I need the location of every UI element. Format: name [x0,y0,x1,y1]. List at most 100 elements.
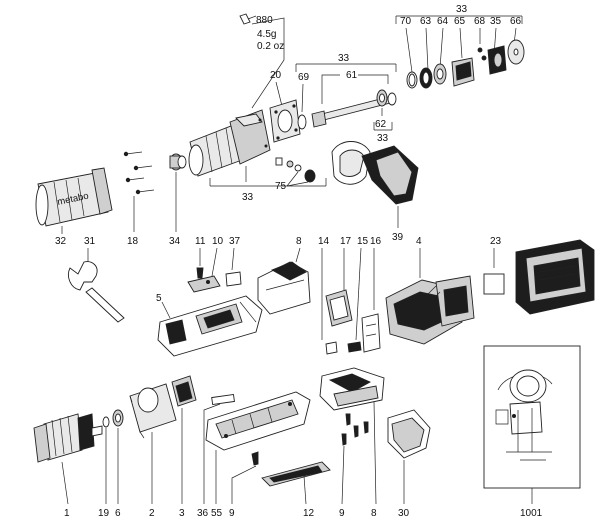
label-15: 15 [357,236,369,247]
leader-61 [321,74,389,104]
label-36: 36 [197,508,209,519]
part-61-spindle [311,92,397,128]
part-9-screw-left [251,451,259,466]
label-16: 16 [370,236,382,247]
label-20: 20 [270,70,282,81]
leader-15 [355,247,362,341]
label-weight-oz: 0.2 oz [257,41,284,52]
label-31: 31 [84,236,96,247]
label-30: 30 [398,508,410,519]
label-70: 70 [400,16,412,27]
part-11-screw [196,267,204,279]
label-32: 32 [55,236,67,247]
part-10-switch-plate [187,275,221,293]
part-69-ring [297,114,307,130]
part-17-slider [325,289,353,327]
part-4-electronics [385,275,475,345]
part-8-top-cover [257,261,311,315]
label-62: 62 [375,119,387,130]
label-33-top: 33 [456,4,468,15]
label-8-top: 8 [296,236,302,247]
label-63: 63 [420,16,432,27]
part-20-flange [269,99,301,143]
leader-12 [303,475,307,505]
part-23-label [483,273,505,295]
label-14: 14 [318,236,330,247]
bracket-33-lower [209,178,327,187]
part-9-screws-right [341,413,369,446]
label-10: 10 [212,236,224,247]
label-69: 69 [298,72,310,83]
part-64-bearing [433,63,447,85]
leader-69 [301,83,304,113]
part-32-nose-cap: metabo [35,167,113,227]
label-17: 17 [340,236,352,247]
part-880-tube [239,13,257,25]
leader-20 [275,81,283,107]
part-housing-half-lower [205,391,311,451]
label-34: 34 [169,236,181,247]
label-9-left: 9 [229,508,235,519]
part-18-screws [123,151,155,195]
part-battery-pack [515,239,595,315]
part-gear-head [188,109,271,177]
label-33-small: 33 [377,133,389,144]
bracket-33-mid [295,63,397,72]
part-3-fan-guide [171,375,197,407]
bracket-33-top [395,15,523,24]
leaders-top-right [405,27,517,73]
part-37-label [225,271,242,287]
label-4: 4 [416,236,422,247]
leader-880 [251,17,285,109]
label-weight-g: 4.5g [257,29,276,40]
leader-5 [161,301,171,319]
label-1001: 1001 [520,508,543,519]
label-68: 68 [474,16,486,27]
leader-1 [61,461,69,505]
label-880: 880 [256,15,273,26]
part-66-disc [507,39,525,65]
label-61: 61 [346,70,358,81]
label-55: 55 [211,508,223,519]
leader-75 [286,171,309,187]
label-12: 12 [303,508,315,519]
label-75: 75 [275,181,287,192]
inset-1001-box [483,345,581,489]
leader-8-top [295,247,301,263]
label-2: 2 [149,508,155,519]
label-19: 19 [98,508,110,519]
leader-36 [203,403,221,504]
label-6: 6 [115,508,121,519]
label-8-bottom: 8 [371,508,377,519]
part-68-pins [477,47,487,61]
part-31-wrench [68,261,125,323]
part-75-screws [275,157,316,183]
part-63-ring [419,67,433,89]
label-65: 65 [454,16,466,27]
part-8-bottom-housing [319,367,385,411]
leader-9-right [341,445,345,505]
bracket-33-small [373,122,393,131]
label-33-mid: 33 [338,53,350,64]
leader-8-bottom [373,401,377,505]
part-12-cover-strip [261,461,331,487]
part-30-clip [387,409,431,459]
label-23: 23 [490,236,502,247]
part-62-ring [376,89,388,107]
part-34-nut [169,153,187,171]
label-37: 37 [229,236,241,247]
label-66: 66 [510,16,522,27]
label-9-right: 9 [339,508,345,519]
part-70-ring [406,71,418,89]
leaders-11-10-37 [199,247,235,277]
label-5: 5 [156,293,162,304]
leader-9-left [231,465,257,504]
label-1: 1 [64,508,70,519]
part-1-armature [33,413,103,463]
label-64: 64 [437,16,449,27]
label-11: 11 [195,236,206,247]
part-6-bearing [112,409,124,427]
label-35: 35 [490,16,502,27]
part-35-nut [487,45,507,75]
